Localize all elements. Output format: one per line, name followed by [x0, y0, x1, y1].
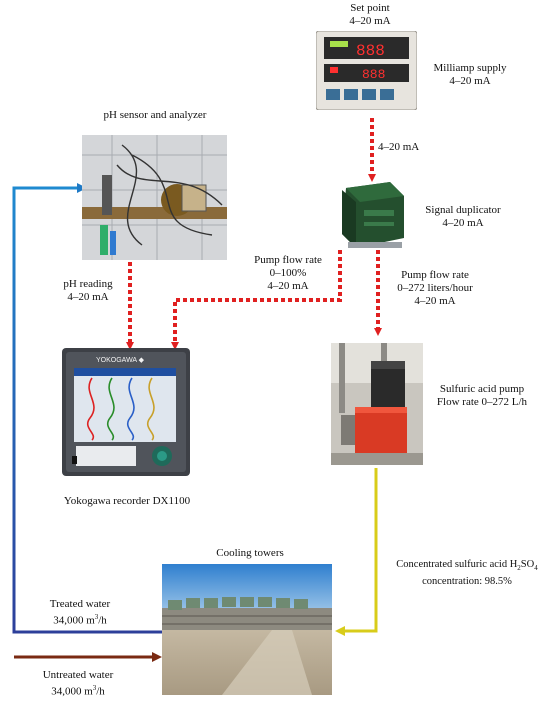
untreated-water-label: Untreated water 34,000 m3/h: [42, 669, 114, 698]
yokogawa-logo: YOKOGAWA ◆: [96, 357, 145, 364]
setpoint-label: Set point 4–20 mA: [349, 2, 391, 27]
acid-concentration-label: Concentrated sulfuric acid H2SO4 concent…: [396, 559, 538, 588]
milliamp-supply-label: Milliamp supply 4–20 mA: [433, 62, 507, 87]
signal-duplicator-icon: [334, 180, 410, 252]
cooling-tower-photo: [162, 564, 332, 695]
signal-line-duplicator-to-recorder: [171, 250, 342, 350]
signal-duplicator-label: Signal duplicator 4–20 mA: [425, 204, 501, 229]
acid-feed-line: [335, 468, 378, 636]
svg-text:888: 888: [362, 67, 385, 82]
recorder-label: Yokogawa recorder DX1100: [63, 495, 191, 507]
milliamp-supply-icon: 888 888: [315, 30, 418, 111]
recorder-icon: YOKOGAWA ◆: [62, 348, 190, 476]
treated-water-label: Treated water 34,000 m3/h: [49, 598, 111, 627]
ph-sensor-title: pH sensor and analyzer: [103, 109, 207, 121]
treated-water-line: [12, 183, 165, 634]
pump-flow-percent-label: Pump flow rate 0–100% 4–20 mA: [254, 254, 322, 292]
svg-text:888: 888: [356, 42, 385, 60]
ph-reading-label: pH reading 4–20 mA: [63, 278, 113, 303]
cooling-towers-label: Cooling towers: [216, 547, 284, 559]
acid-pump-photo: [331, 343, 423, 465]
acid-pump-label: Sulfuric acid pump Flow rate 0–272 L/h: [436, 383, 528, 408]
ph-sensor-photo: [82, 135, 227, 260]
pump-flow-liters-label: Pump flow rate 0–272 liters/hour 4–20 mA: [397, 269, 473, 307]
supply-output-label: 4–20 mA: [378, 141, 420, 153]
